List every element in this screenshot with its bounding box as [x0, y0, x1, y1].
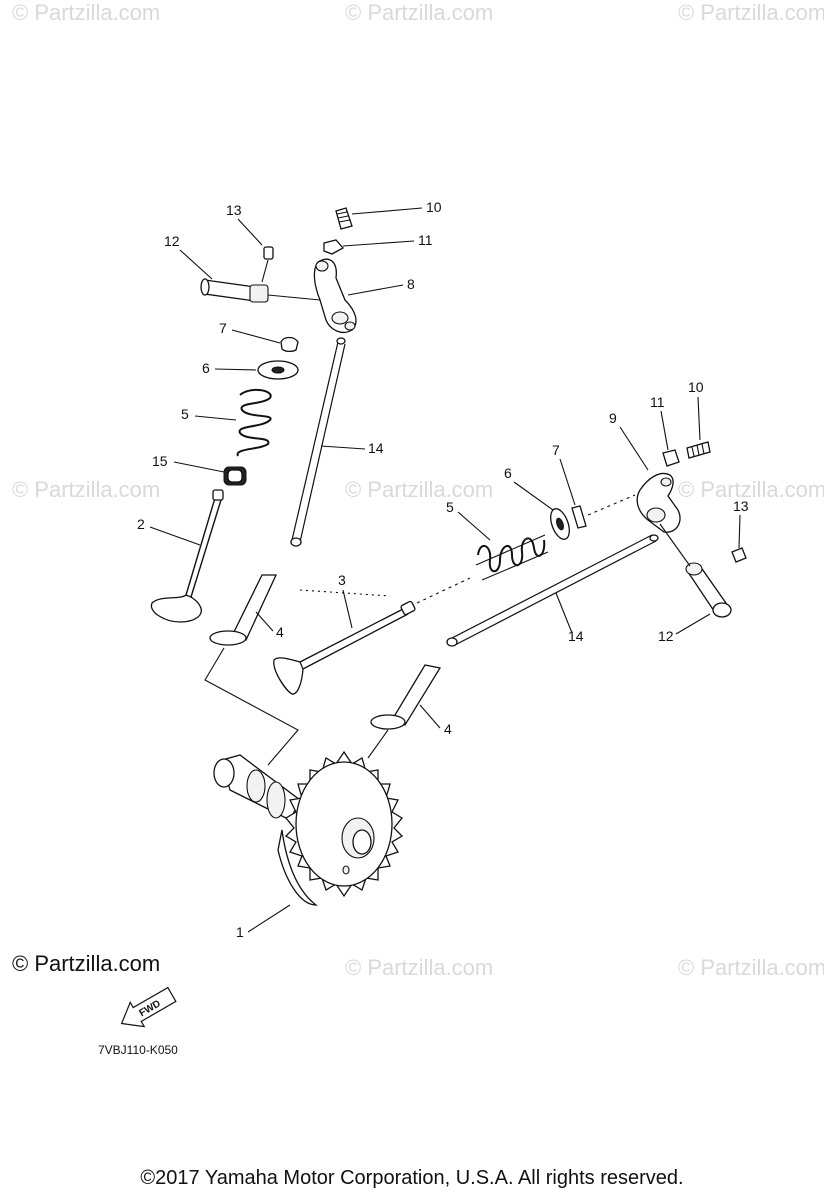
callout-12-lower: 12 [658, 628, 674, 644]
callout-4-lower: 4 [444, 721, 452, 737]
diagram-code: 7VBJ110-K050 [98, 1043, 178, 1057]
valve-stem-seal-upper [223, 466, 247, 486]
push-rod-lower [446, 534, 659, 647]
callout-11-lower: 11 [650, 394, 665, 410]
fwd-arrow-icon: FWD [120, 986, 177, 1028]
callout-5-upper: 5 [181, 406, 189, 422]
exhaust-valve [273, 600, 416, 695]
callout-13-lower: 13 [733, 498, 749, 514]
callout-6-upper: 6 [202, 360, 210, 376]
rocker-arm-upper [313, 258, 357, 334]
callout-12-upper: 12 [164, 233, 180, 249]
callout-13-upper: 13 [226, 202, 242, 218]
rocker-arm-lower [636, 472, 681, 533]
valve-lifter-lower [370, 664, 442, 730]
callout-7-lower: 7 [552, 442, 560, 458]
lock-nut-lower [662, 449, 680, 467]
callout-10-upper: 10 [426, 199, 442, 215]
spring-retainer-lower [550, 508, 570, 540]
watermark-group: © Partzilla.com © Partzilla.com © Partzi… [12, 0, 824, 980]
callout-2: 2 [137, 516, 145, 532]
valve-spring-upper [236, 388, 272, 457]
callout-15: 15 [152, 453, 168, 469]
camshaft-gear [213, 750, 404, 906]
callout-7-upper: 7 [219, 320, 227, 336]
callout-9: 9 [609, 410, 617, 426]
copyright-notice: ©2017 Yamaha Motor Corporation, U.S.A. A… [140, 1167, 684, 1189]
callout-14-upper: 14 [368, 440, 384, 456]
valve-collet-upper [280, 336, 299, 353]
callout-6-lower: 6 [504, 465, 512, 481]
watermark-text: © Partzilla.com [678, 477, 824, 502]
lock-nut-upper [323, 239, 345, 255]
watermark-text: © Partzilla.com [345, 477, 493, 502]
set-screw-upper [261, 246, 274, 283]
callout-1: 1 [236, 924, 244, 940]
rocker-shaft-upper [200, 278, 321, 303]
valve-spring-lower [475, 534, 549, 581]
callout-8: 8 [407, 276, 415, 292]
callout-3: 3 [338, 572, 346, 588]
callout-labels: 1 2 3 4 4 5 5 6 6 7 7 8 9 10 10 11 11 [137, 199, 749, 940]
watermark-text: © Partzilla.com [345, 0, 493, 25]
callout-11-upper: 11 [418, 232, 433, 248]
spring-retainer-upper [257, 360, 299, 380]
watermark-text: © Partzilla.com [678, 955, 824, 980]
adjuster-screw-upper [335, 207, 353, 230]
callout-5-lower: 5 [446, 499, 454, 515]
rocker-shaft-lower [659, 523, 732, 618]
set-screw-lower [731, 547, 747, 563]
callout-4-upper: 4 [276, 624, 284, 640]
watermark-text: © Partzilla.com [12, 0, 160, 25]
watermark-text: © Partzilla.com [678, 0, 824, 25]
watermark-text: © Partzilla.com [12, 477, 160, 502]
valve-lifter-upper [209, 574, 278, 646]
push-rod-upper [290, 337, 346, 547]
adjuster-screw-lower [686, 441, 711, 459]
callout-10-lower: 10 [688, 379, 704, 395]
partzilla-watermark: © Partzilla.com [12, 951, 161, 976]
intake-valve [150, 489, 224, 623]
watermark-text: © Partzilla.com [345, 955, 493, 980]
valve-collet-lower [571, 505, 587, 529]
